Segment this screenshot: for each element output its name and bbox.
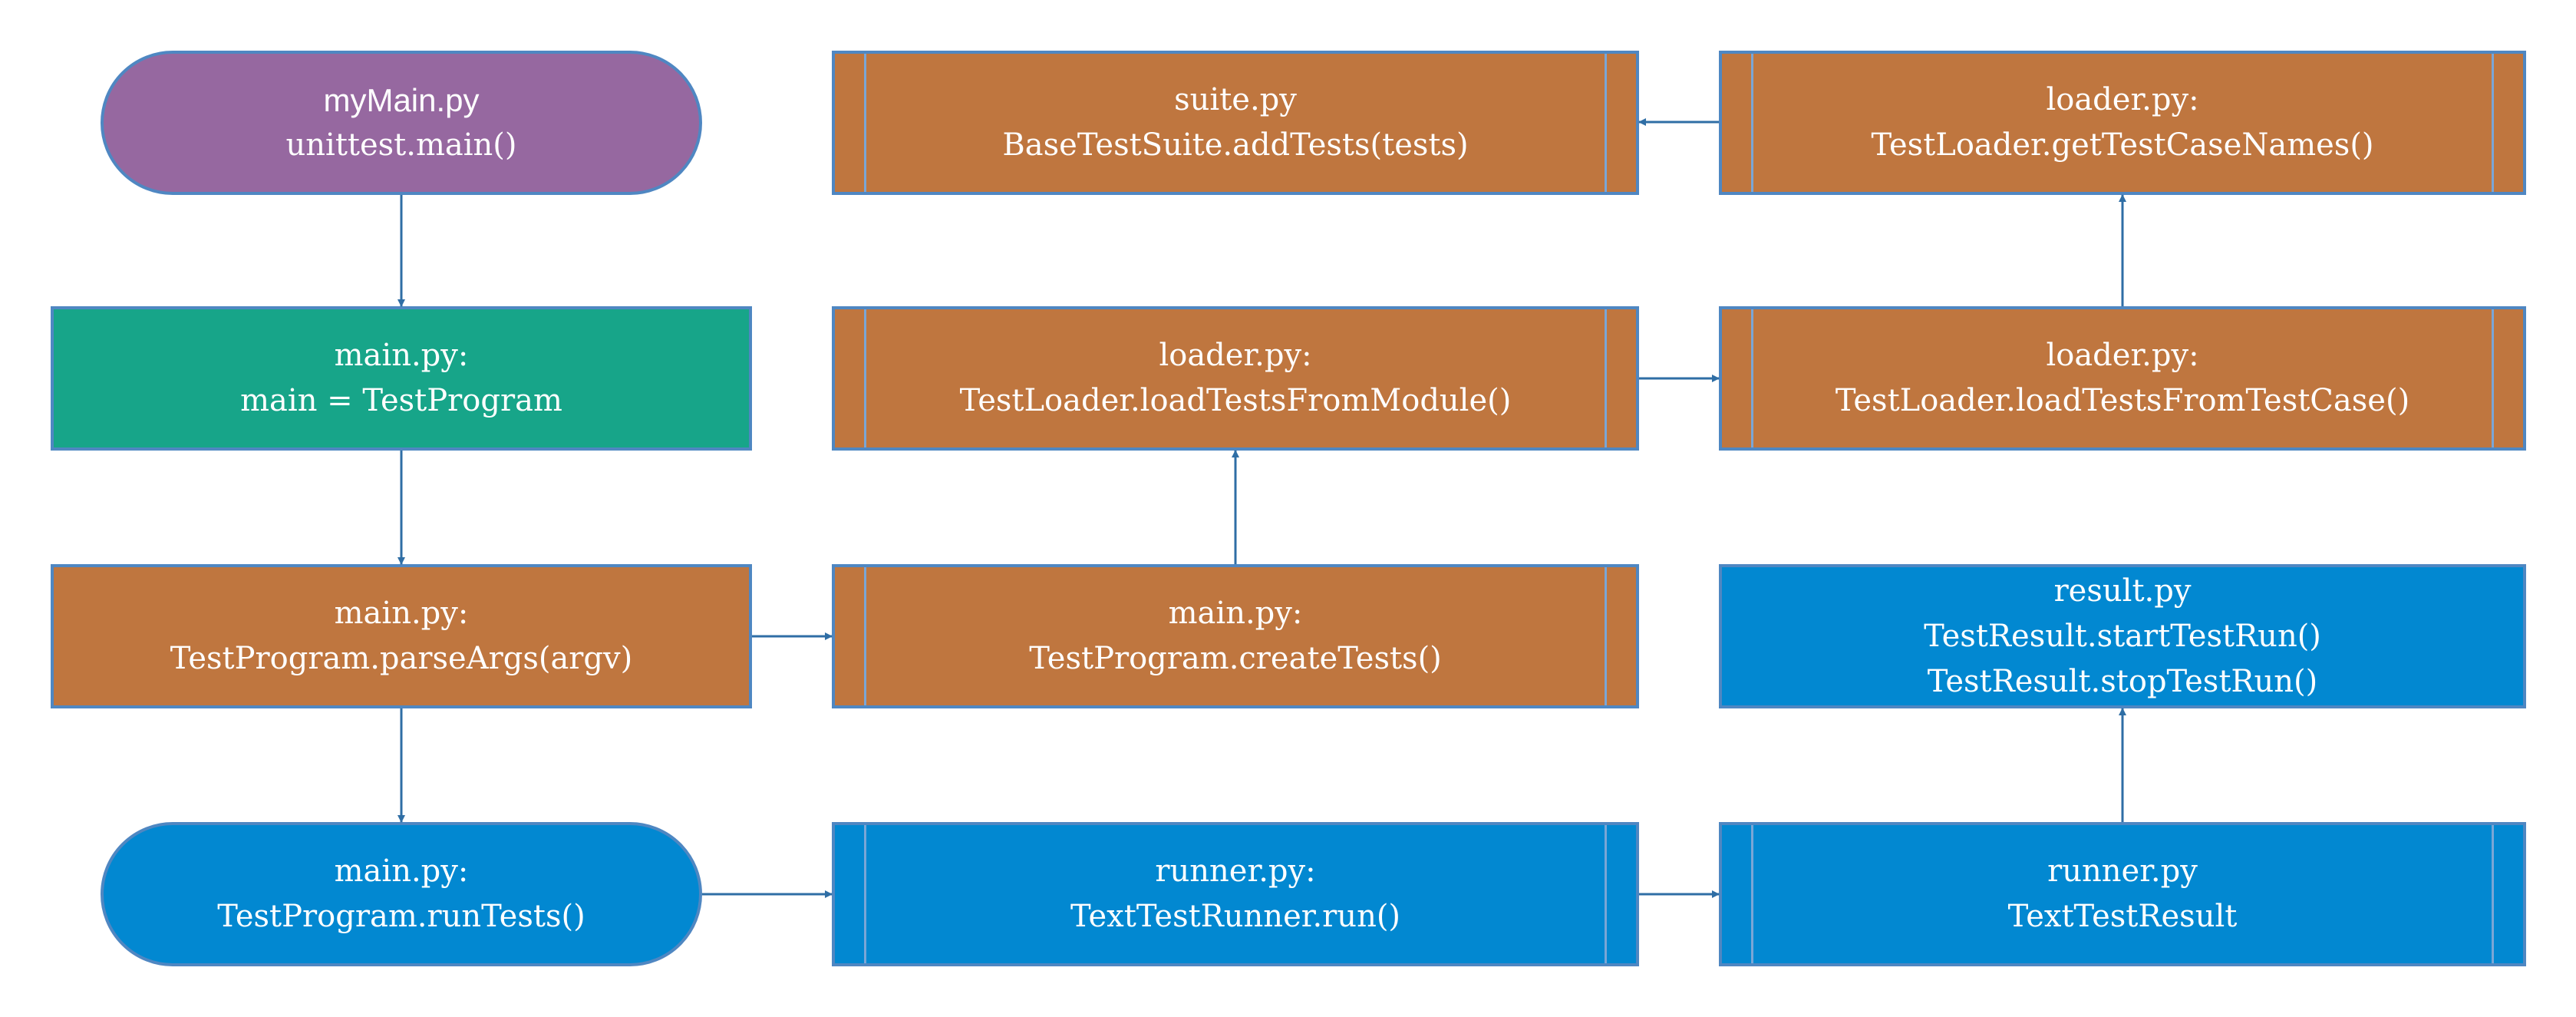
- parse-args-node: main.py: TestProgram.parseArgs(argv): [51, 564, 752, 708]
- runner-run-node: runner.py: TextTestRunner.run(): [832, 822, 1639, 966]
- parse-args-call: TestProgram.parseArgs(argv): [170, 641, 633, 676]
- run-tests-node: main.py: TestProgram.runTests(): [101, 822, 702, 966]
- runner-run-file: runner.py:: [1155, 854, 1316, 889]
- suite-add-call: BaseTestSuite.addTests(tests): [1002, 127, 1469, 163]
- result-start-call: TestResult.startTestRun(): [1924, 618, 2321, 654]
- result-file: result.py: [2053, 573, 2192, 609]
- text-result-class: TextTestResult: [2007, 899, 2238, 934]
- get-names-call: TestLoader.getTestCaseNames(): [1871, 127, 2374, 163]
- main-program-node: main.py: main = TestProgram: [51, 306, 752, 451]
- text-result-file: runner.py: [2047, 854, 2198, 889]
- parse-args-file: main.py:: [334, 596, 469, 631]
- get-names-file: loader.py:: [2046, 82, 2199, 117]
- run-tests-file: main.py:: [334, 854, 469, 889]
- load-case-node: loader.py: TestLoader.loadTestsFromTestC…: [1719, 306, 2526, 451]
- text-result-node: runner.py TextTestResult: [1719, 822, 2526, 966]
- result-node: result.py TestResult.startTestRun() Test…: [1719, 564, 2526, 708]
- main-program-file: main.py:: [334, 338, 469, 373]
- create-tests-node: main.py: TestProgram.createTests(): [832, 564, 1639, 708]
- create-tests-call: TestProgram.createTests(): [1029, 641, 1442, 676]
- mymain-node: myMain.py unittest.main(): [101, 51, 702, 195]
- load-case-call: TestLoader.loadTestsFromTestCase(): [1835, 383, 2410, 418]
- load-module-file: loader.py:: [1159, 338, 1312, 373]
- run-tests-call: TestProgram.runTests(): [217, 899, 585, 934]
- get-names-node: loader.py: TestLoader.getTestCaseNames(): [1719, 51, 2526, 195]
- suite-add-file: suite.py: [1174, 82, 1297, 117]
- load-module-call: TestLoader.loadTestsFromModule(): [959, 383, 1512, 418]
- load-module-node: loader.py: TestLoader.loadTestsFromModul…: [832, 306, 1639, 451]
- create-tests-file: main.py:: [1168, 596, 1303, 631]
- main-program-call: main = TestProgram: [240, 383, 562, 418]
- mymain-title: myMain.py: [323, 82, 480, 118]
- runner-run-call: TextTestRunner.run(): [1070, 899, 1401, 934]
- suite-add-node: suite.py BaseTestSuite.addTests(tests): [832, 51, 1639, 195]
- result-stop-call: TestResult.stopTestRun(): [1927, 663, 2318, 699]
- load-case-file: loader.py:: [2046, 338, 2199, 373]
- mymain-call: unittest.main(): [285, 127, 517, 163]
